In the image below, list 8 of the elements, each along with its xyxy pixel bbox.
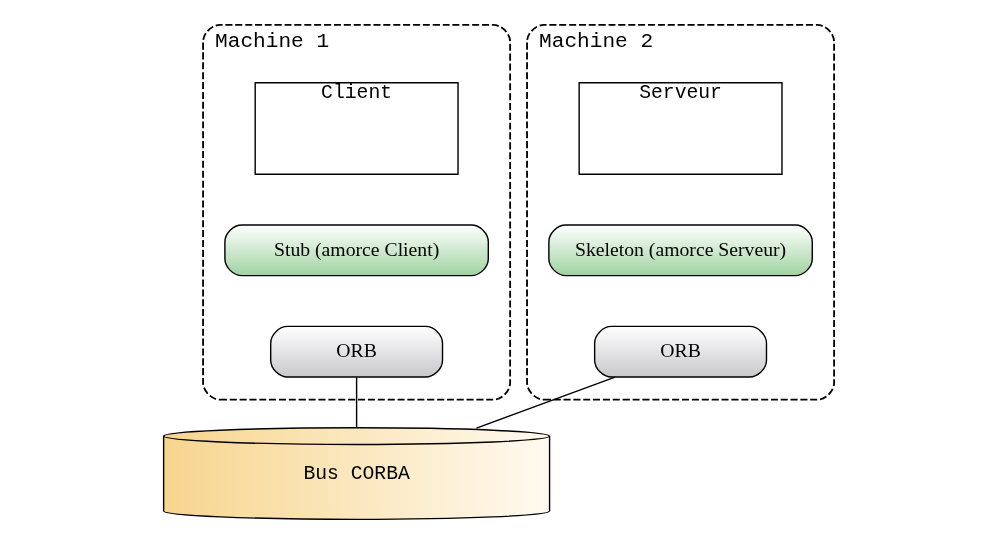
node-box: Client bbox=[254, 82, 459, 175]
connector bbox=[475, 376, 616, 429]
node-box: Serveur bbox=[577, 82, 783, 175]
connector bbox=[355, 376, 357, 429]
node-box: ORB bbox=[593, 325, 767, 378]
node-box: ORB bbox=[269, 325, 443, 378]
node-box: Skeleton (amorce Serveur) bbox=[547, 224, 813, 277]
node-box: Stub (amorce Client) bbox=[223, 224, 489, 277]
